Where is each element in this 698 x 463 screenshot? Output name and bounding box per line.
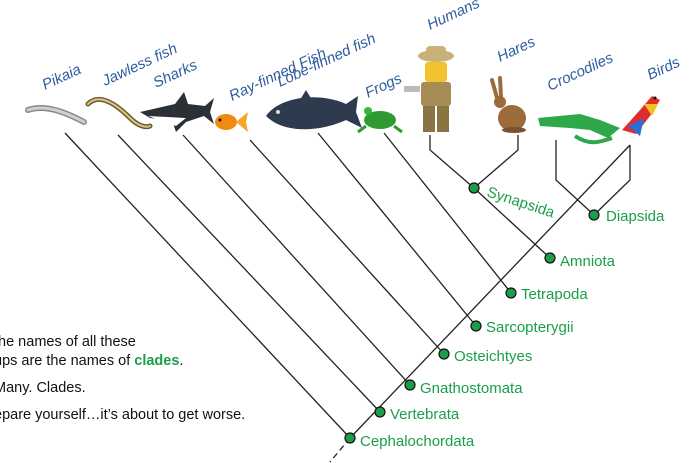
- clade-label-diapsida: Diapsida: [606, 208, 665, 225]
- node-cephalochordata: [344, 432, 356, 444]
- taxon-label-crocodiles: Crocodiles: [545, 49, 617, 95]
- clade-label-amniota: Amniota: [560, 253, 616, 270]
- node-amniota: [544, 252, 556, 264]
- node-diapsida: [588, 209, 600, 221]
- clade-label-cephalochordata: Cephalochordata: [360, 433, 475, 450]
- taxon-label-pikaia: Pikaia: [40, 61, 84, 94]
- branch-ray-finned-fish: [249, 139, 445, 355]
- clade-label-tetrapoda: Tetrapoda: [521, 286, 588, 303]
- frog-icon: [357, 107, 403, 134]
- branch-humans: [429, 135, 475, 189]
- branch-frogs: [383, 132, 512, 294]
- clade-label-osteichtyes: Osteichtyes: [454, 348, 532, 365]
- pikaia-worm-icon: [25, 104, 87, 125]
- note-line-1a: the names of all these: [0, 334, 136, 350]
- note-line-1: the names of all these ups are the names…: [0, 333, 314, 371]
- branch-sharks: [182, 134, 411, 386]
- branch-birds: [593, 145, 631, 216]
- branch-lobe-finned-fish: [317, 132, 477, 327]
- node-synapsida: [468, 182, 480, 194]
- taxon-label-hares: Hares: [495, 33, 539, 66]
- clade-label-synapsida: Synapsida: [485, 184, 557, 222]
- clade-label-gnathostomata: Gnathostomata: [420, 380, 523, 397]
- taxon-label-birds: Birds: [645, 54, 684, 84]
- taxon-label-frogs: Frogs: [363, 70, 405, 102]
- note-line-3: epare yourself…it’s about to get worse.: [0, 407, 246, 423]
- branch-crocodiles: [555, 140, 595, 216]
- shark-icon: [140, 92, 214, 132]
- notes-text: the names of all these ups are the names…: [0, 333, 314, 433]
- branch-hares: [473, 135, 519, 189]
- goldfish-icon: [215, 112, 248, 132]
- taxon-label-humans: Humans: [425, 0, 483, 34]
- note-highlight-clades: clades: [134, 353, 180, 369]
- clade-label-vertebrata: Vertebrata: [390, 406, 460, 423]
- branch-synapsida-stem: [473, 187, 551, 259]
- node-osteichtyes: [438, 348, 450, 360]
- branch-pikaia: [64, 132, 351, 439]
- lamprey-icon: [85, 96, 153, 130]
- node-sarcopterygii: [470, 320, 482, 332]
- spine: [349, 144, 631, 439]
- hare-icon: [490, 76, 526, 133]
- note-line-1b: ups are the names of: [0, 353, 135, 369]
- crocodile-icon: [538, 114, 620, 145]
- branch-jawless-fish: [117, 134, 381, 413]
- note-line-2: Many. Clades.: [0, 380, 86, 396]
- coelacanth-icon: [266, 90, 362, 130]
- parrot-icon: [622, 96, 660, 136]
- clade-label-sarcopterygii: Sarcopterygii: [486, 319, 574, 336]
- cladogram-branches: [64, 132, 631, 463]
- node-vertebrata: [374, 406, 386, 418]
- human-figure-icon: [404, 46, 454, 132]
- node-gnathostomata: [404, 379, 416, 391]
- note-line-1c: .: [179, 353, 184, 369]
- node-tetrapoda: [505, 287, 517, 299]
